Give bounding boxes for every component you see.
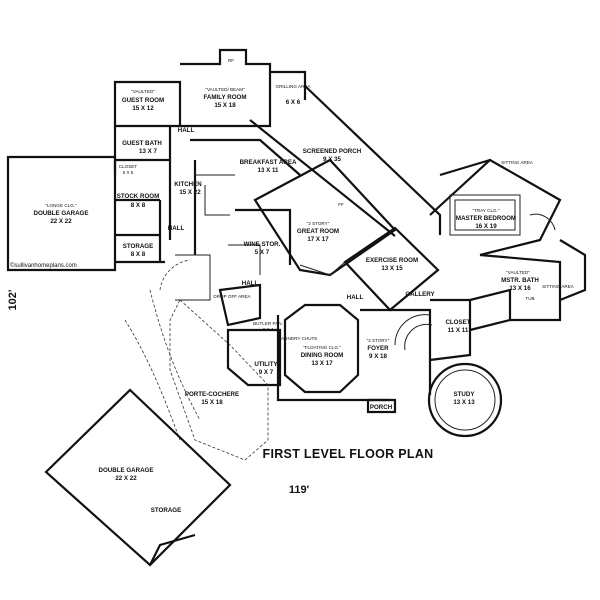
master-bedroom-size: 16 X 19 (475, 223, 497, 230)
foyer-name: FOYER (367, 345, 389, 352)
study-size: 13 X 13 (453, 399, 475, 406)
porte-cochere-size: 15 X 18 (201, 399, 223, 406)
dining-room-note: "FLOATING CLG." (303, 345, 341, 350)
dining-room-name: DINING ROOM (301, 352, 344, 359)
credit-text: ©sullivanhomeplans.com (10, 262, 77, 269)
family-room-size: 15 X 18 (214, 102, 236, 109)
guest-bath-size: 13 X 7 (139, 148, 157, 155)
kitchen-size: 15 X 22 (179, 189, 201, 196)
family-room-note: "VAULTED/ BEAM" (205, 87, 245, 92)
closet-large-name: CLOSET (445, 319, 470, 326)
porch-label: PORCH (370, 404, 393, 411)
utility-name: UTILITY (254, 361, 278, 368)
wine-stor-size: 5 X 7 (255, 249, 270, 256)
grilling-area-size: 6 X 6 (286, 99, 301, 106)
sitting-area2-name: SITTING AREA (542, 284, 575, 289)
hall-top-label: HALL (178, 127, 195, 134)
master-bath-size: 13 X 16 (509, 285, 531, 292)
screened-porch-name: SCREENED PORCH (303, 148, 362, 155)
guest-room-note: "VAULTED" (131, 89, 155, 94)
storage-left-name: STORAGE (123, 243, 153, 250)
dining-room-size: 13 X 17 (311, 360, 333, 367)
stock-room-name: STOCK ROOM (117, 193, 160, 200)
butler-pan-size: 8 X 4 (263, 327, 274, 332)
rf-label: RF (228, 58, 234, 63)
guest-room-size: 15 X 12 (132, 105, 154, 112)
garage-bottom-size: 22 X 22 (115, 475, 137, 482)
plan-title: FIRST LEVEL FLOOR PLAN (263, 447, 434, 461)
butler-pan-name: BUTLER PAN. (253, 321, 283, 326)
great-room-name: GREAT ROOM (297, 228, 339, 235)
exercise-room-name: EXERCISE ROOM (366, 257, 418, 264)
ff-label: FF (338, 202, 344, 207)
room-labels: "VAULTED" GUEST ROOM 15 X 12 "VAULTED/ B… (33, 58, 574, 514)
foyer-note: "2 STORY" (367, 338, 390, 343)
walls (6, 48, 587, 567)
master-bath-name: MSTR. BATH (501, 277, 539, 284)
width-dimension: 119' (289, 484, 310, 496)
drop-off-area-name: DROP OFF AREA (213, 294, 251, 299)
laundry-chute-name: LAUNDRY CHUTE (279, 336, 318, 341)
porte-cochere-name: PORTE-COCHERE (185, 391, 239, 398)
great-room-note: "2 STORY" (307, 221, 330, 226)
closet-large-size: 11 X 11 (448, 327, 469, 334)
master-bedroom-name: MASTER BEDROOM (456, 215, 516, 222)
stock-room-size: 8 X 8 (131, 202, 146, 209)
storage-bottom-label: STORAGE (151, 507, 181, 514)
grilling-area-name: GRILLING AREA (276, 84, 312, 89)
garage-bottom-name: DOUBLE GARAGE (98, 467, 153, 474)
closet-small-size: 5 X 5 (123, 170, 134, 175)
breakfast-area-name: BREAKFAST AREA (240, 159, 297, 166)
guest-room-name: GUEST ROOM (122, 97, 164, 104)
garage-left-name: DOUBLE GARAGE (33, 210, 88, 217)
garage-left-size: 22 X 22 (50, 218, 72, 225)
guest-bath-name: GUEST BATH (122, 140, 162, 147)
study-name: STUDY (454, 391, 476, 398)
tub-label: TUB (525, 296, 534, 301)
master-bedroom-note: "TRAY CLG." (472, 208, 499, 213)
depth-dimension: 102' (7, 289, 19, 310)
gallery-label: GALLERY (405, 291, 435, 298)
master-bath-note: "VAULTED" (506, 270, 530, 275)
closet-small-name: CLOSET (119, 164, 138, 169)
breakfast-area-size: 13 X 11 (258, 167, 280, 174)
storage-left-size: 8 X 8 (131, 251, 146, 258)
sitting-area-name: SITTING AREA (501, 160, 534, 165)
wine-stor-name: WINE STOR. (244, 241, 281, 248)
exercise-room-size: 13 X 15 (381, 265, 403, 272)
great-room-size: 17 X 17 (307, 236, 329, 243)
family-room-name: FAMILY ROOM (204, 94, 247, 101)
garage-left-note: "LONGE CLG." (45, 203, 77, 208)
screened-porch-size: 9 X 35 (323, 156, 341, 163)
hall-left-label: HALL (168, 225, 185, 232)
kitchen-name: KITCHEN (174, 181, 202, 188)
foyer-size: 9 X 18 (369, 353, 387, 360)
hall-center-label: HALL (347, 294, 364, 301)
utility-size: 9 X 7 (259, 369, 274, 376)
hall-mid-label: HALL (242, 280, 259, 287)
